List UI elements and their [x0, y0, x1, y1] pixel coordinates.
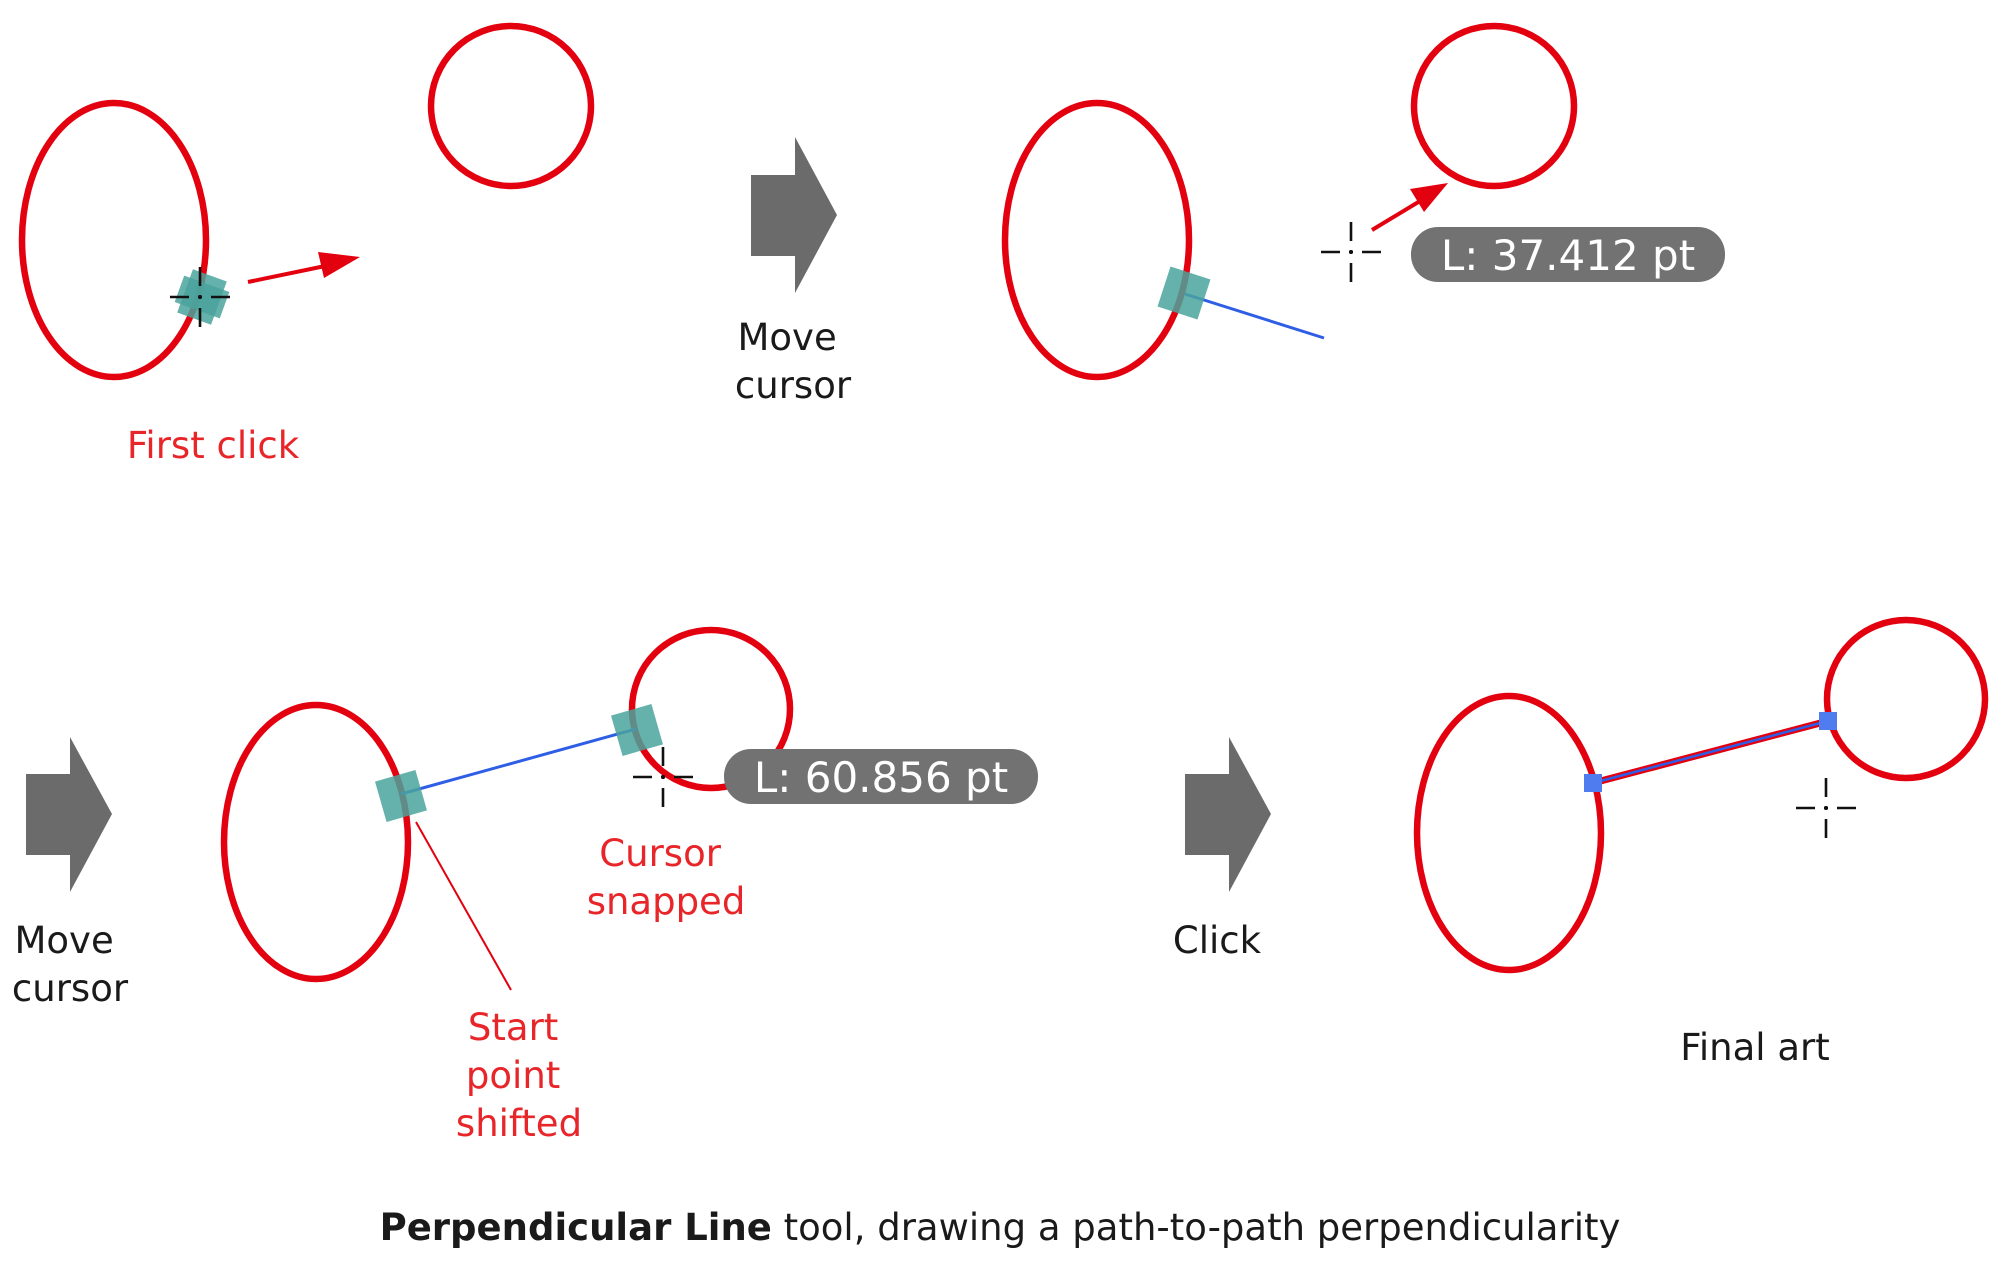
step-arrow-icon [26, 737, 112, 892]
motion-arrow-icon [1370, 183, 1448, 232]
crosshair-cursor-icon [1794, 776, 1858, 840]
callout-leader-line [415, 821, 512, 991]
ellipse-shape [1413, 692, 1605, 974]
circle-shape [427, 22, 595, 190]
crosshair-cursor-icon [168, 265, 232, 329]
snap-handle-icon [375, 770, 427, 822]
perpendicular-line-path [1592, 719, 1829, 785]
crosshair-cursor-icon [1319, 220, 1383, 284]
circle-shape [1823, 616, 1989, 782]
figure-caption: Perpendicular Line tool, drawing a path-… [380, 1206, 1621, 1249]
anchor-point-icon [1584, 774, 1602, 792]
panel-final-art: Final art [1413, 616, 1989, 1069]
guide-line [1184, 292, 1325, 340]
move-cursor-label-2: Move cursor [12, 919, 129, 1010]
caption-tool-name: Perpendicular Line [380, 1206, 772, 1249]
circle-shape [1410, 22, 1578, 190]
step-arrow-icon [1185, 737, 1271, 892]
length-readout-pill [724, 749, 1038, 804]
length-readout-pill [1411, 227, 1725, 282]
ellipse-shape [1001, 99, 1193, 381]
length-readout-text: L: 37.412 pt [1441, 231, 1695, 280]
panel-cursor-snapped: L: 60.856 pt Cursor snapped Start point … [220, 626, 1038, 1145]
panel-move-cursor: L: 37.412 pt [1001, 22, 1725, 381]
crosshair-cursor-icon [631, 745, 695, 809]
anchor-point-icon [1819, 712, 1837, 730]
circle-shape [628, 626, 794, 792]
snap-handle-icon [1157, 266, 1211, 320]
length-readout-text: L: 60.856 pt [754, 753, 1008, 802]
panel-first-click: First click [18, 22, 595, 467]
first-click-label: First click [127, 424, 300, 467]
ellipse-shape [220, 701, 412, 983]
snap-handle-icon [611, 704, 663, 756]
final-art-label: Final art [1680, 1026, 1829, 1069]
step-arrow-icon [751, 137, 837, 293]
start-point-shifted-label: Start point shifted [456, 1006, 582, 1145]
ellipse-shape [18, 99, 210, 381]
caption-rest: tool, drawing a path-to-path perpendicul… [772, 1206, 1621, 1249]
move-cursor-label-1: Move cursor [735, 316, 852, 407]
click-label: Click [1173, 919, 1262, 962]
cursor-snapped-label: Cursor snapped [587, 832, 746, 923]
guide-line [400, 727, 637, 796]
motion-arrow-icon [247, 252, 360, 284]
